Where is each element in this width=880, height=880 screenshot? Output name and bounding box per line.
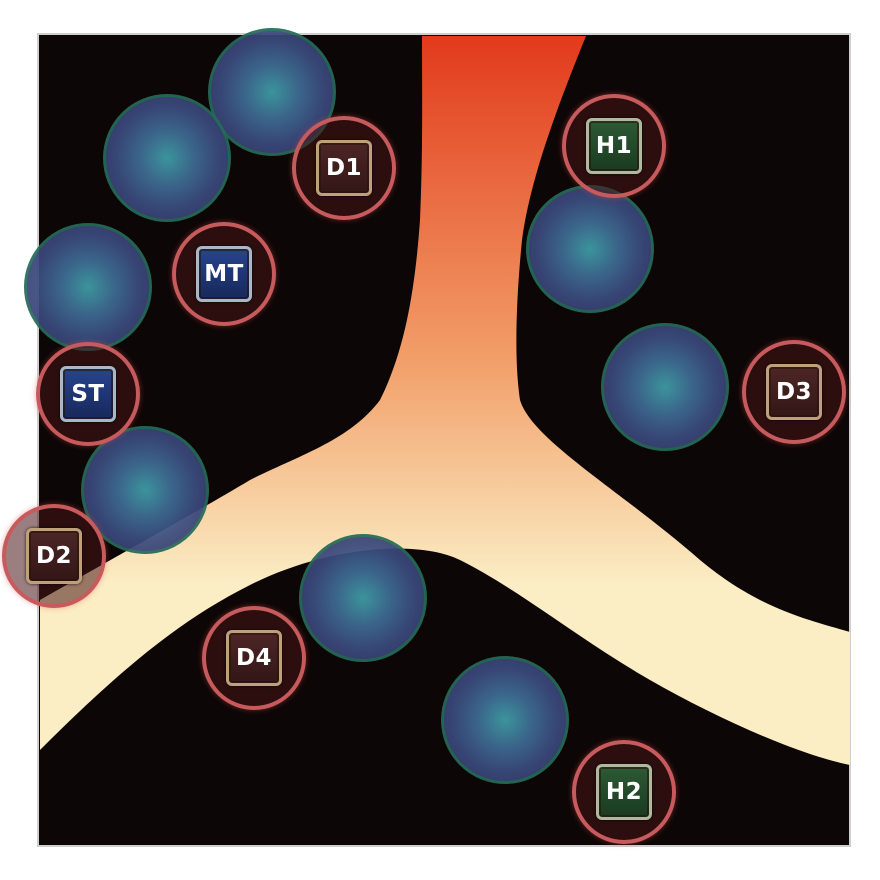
role-marker-mt[interactable]: MT [172,222,276,326]
void-orb [81,426,209,554]
role-marker-d2[interactable]: D2 [2,504,106,608]
role-marker-d3[interactable]: D3 [742,340,846,444]
role-badge-h1: H1 [586,118,642,174]
role-marker-h1[interactable]: H1 [562,94,666,198]
role-badge-d1: D1 [316,140,372,196]
void-orb [24,223,152,351]
void-orb [441,656,569,784]
void-orb [601,323,729,451]
role-marker-h2[interactable]: H2 [572,740,676,844]
role-badge-d2: D2 [26,528,82,584]
role-badge-d4: D4 [226,630,282,686]
role-marker-d1[interactable]: D1 [292,116,396,220]
arena-border [37,33,851,847]
void-orb [299,534,427,662]
role-badge-d3: D3 [766,364,822,420]
role-marker-d4[interactable]: D4 [202,606,306,710]
role-marker-st[interactable]: ST [36,342,140,446]
void-orb [526,185,654,313]
lava-flow-trunk [40,36,850,765]
role-badge-mt: MT [196,246,252,302]
role-badge-st: ST [60,366,116,422]
role-badge-h2: H2 [596,764,652,820]
void-orb [103,94,231,222]
